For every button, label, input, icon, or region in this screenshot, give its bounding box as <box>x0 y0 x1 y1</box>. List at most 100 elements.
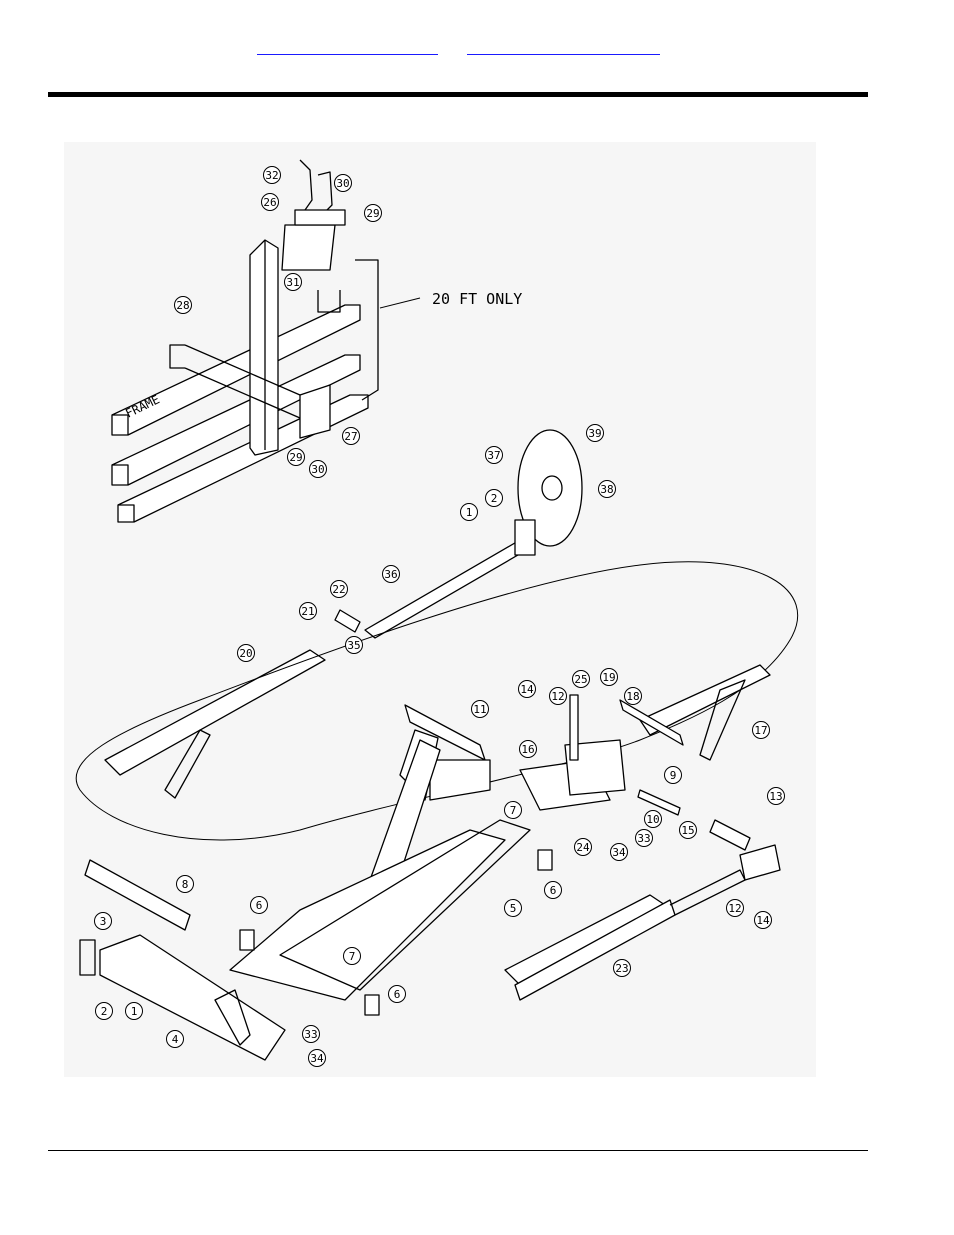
callout-number: 1 <box>131 1005 138 1018</box>
parts-diagram: FRAME 20 FT ONLY 32302926312827293039373… <box>64 142 816 1077</box>
callout-number: 12 <box>728 902 741 915</box>
callout-number: 18 <box>626 690 639 703</box>
callout-number: 13 <box>769 790 782 803</box>
bushing-6a <box>240 930 254 950</box>
callout-number: 38 <box>600 483 613 496</box>
callout-17: 17 <box>753 722 770 739</box>
callout-number: 17 <box>754 724 767 737</box>
u-bolt-3 <box>80 940 95 975</box>
callout-9: 9 <box>665 767 682 784</box>
u-bolt-28 <box>170 345 185 368</box>
callout-28: 28 <box>175 297 192 314</box>
callout-number: 11 <box>473 703 486 716</box>
callout-33: 33 <box>636 830 653 847</box>
callout-29: 29 <box>365 205 382 222</box>
callout-14: 14 <box>755 912 772 929</box>
callout-number: 26 <box>263 196 276 209</box>
footer-rule <box>48 1150 868 1151</box>
callout-1: 1 <box>461 504 478 521</box>
callout-6: 6 <box>251 897 268 914</box>
callout-number: 39 <box>588 427 601 440</box>
callout-number: 36 <box>384 568 397 581</box>
callout-30: 30 <box>310 461 327 478</box>
callout-3: 3 <box>95 913 112 930</box>
callout-2: 2 <box>96 1003 113 1020</box>
callout-31: 31 <box>285 274 302 291</box>
callout-14: 14 <box>519 681 536 698</box>
callout-6: 6 <box>389 986 406 1003</box>
callout-25: 25 <box>573 671 590 688</box>
callout-34: 34 <box>611 844 628 861</box>
callout-38: 38 <box>599 481 616 498</box>
callout-number: 29 <box>366 207 379 220</box>
exploded-view-drawing: FRAME 20 FT ONLY 32302926312827293039373… <box>64 142 816 1077</box>
callout-number: 2 <box>491 492 498 505</box>
callout-number: 8 <box>182 878 189 891</box>
callout-12: 12 <box>550 688 567 705</box>
callout-number: 6 <box>394 988 401 1001</box>
callout-32: 32 <box>264 167 281 184</box>
callout-20: 20 <box>238 645 255 662</box>
header-link-2[interactable] <box>467 40 660 55</box>
bracket-32 <box>295 160 345 225</box>
callout-number: 14 <box>756 914 770 927</box>
callout-26: 26 <box>262 194 279 211</box>
callout-number: 34 <box>310 1052 324 1065</box>
callout-number: 16 <box>521 743 534 756</box>
callout-number: 23 <box>615 962 628 975</box>
callout-15: 15 <box>680 822 697 839</box>
callout-33: 33 <box>303 1026 320 1043</box>
callout-number: 32 <box>265 169 278 182</box>
callout-number: 2 <box>101 1005 108 1018</box>
callout-number: 9 <box>670 769 677 782</box>
callout-16: 16 <box>520 741 537 758</box>
callout-number: 33 <box>637 832 650 845</box>
frame-tubes <box>112 225 378 522</box>
callout-21: 21 <box>300 603 317 620</box>
callout-27: 27 <box>343 428 360 445</box>
pin-13 <box>710 820 750 850</box>
callout-8: 8 <box>177 876 194 893</box>
callout-2: 2 <box>486 490 503 507</box>
callout-30: 30 <box>335 175 352 192</box>
callout-number: 24 <box>576 841 590 854</box>
callout-number: 35 <box>347 639 360 652</box>
callout-5: 5 <box>505 900 522 917</box>
callout-number: 3 <box>100 915 107 928</box>
callout-number: 37 <box>487 449 500 462</box>
callout-number: 6 <box>550 884 557 897</box>
callout-number: 4 <box>172 1033 179 1046</box>
callout-number: 27 <box>344 430 357 443</box>
frame-5 <box>230 830 505 1000</box>
callout-39: 39 <box>587 425 604 442</box>
callout-10: 10 <box>645 811 662 828</box>
callout-23: 23 <box>614 960 631 977</box>
header-link-1[interactable] <box>257 40 438 55</box>
callout-19: 19 <box>601 669 618 686</box>
callout-number: 15 <box>681 824 694 837</box>
callout-34: 34 <box>309 1050 326 1067</box>
callout-number: 31 <box>286 276 299 289</box>
callout-number: 33 <box>304 1028 317 1041</box>
callout-18: 18 <box>625 688 642 705</box>
axle-36 <box>365 540 530 638</box>
callout-number: 5 <box>510 902 517 915</box>
callout-number: 30 <box>311 463 324 476</box>
callout-12: 12 <box>727 900 744 917</box>
callout-number: 12 <box>551 690 564 703</box>
callout-number: 22 <box>332 583 345 596</box>
callout-1: 1 <box>126 1003 143 1020</box>
note-20ft: 20 FT ONLY <box>432 290 522 308</box>
callout-37: 37 <box>486 447 503 464</box>
header-rule <box>48 92 868 97</box>
callout-7: 7 <box>505 802 522 819</box>
cylinder-23 <box>505 895 665 985</box>
callout-number: 10 <box>646 813 659 826</box>
callout-number: 1 <box>466 506 473 519</box>
callout-number: 28 <box>176 299 189 312</box>
callout-24: 24 <box>575 839 592 856</box>
callout-number: 7 <box>510 804 517 817</box>
header-links <box>0 40 954 60</box>
callout-29: 29 <box>288 449 305 466</box>
bushing-6b <box>365 995 379 1015</box>
